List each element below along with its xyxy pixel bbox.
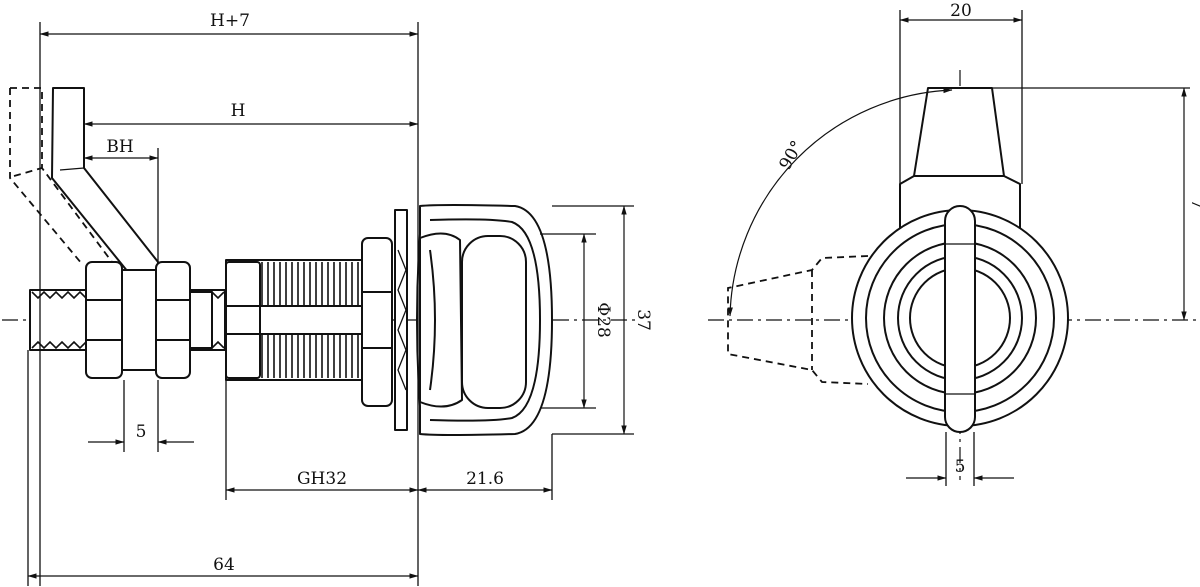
lock-head xyxy=(416,204,553,436)
dim-21-6: 21.6 xyxy=(466,469,504,489)
cam-arm-solid xyxy=(51,87,159,273)
spacer xyxy=(189,291,213,349)
dim-5-right: 5 xyxy=(955,457,966,477)
dim-64: 64 xyxy=(213,555,235,575)
cam-arm-dashed xyxy=(9,87,113,265)
panel-plate xyxy=(394,209,408,431)
dim-angle-90: 90° xyxy=(775,137,807,173)
dim-bh: BH xyxy=(106,137,133,157)
dim-20: 20 xyxy=(950,1,972,21)
dim-37: 37 xyxy=(633,309,653,331)
gasket-zigzag xyxy=(397,249,407,391)
body-thread-top xyxy=(261,262,359,306)
dim-gh32: GH32 xyxy=(297,469,347,489)
angle-arc-90 xyxy=(727,87,953,317)
dim-7: 7 xyxy=(1187,199,1200,210)
hex-nut-left xyxy=(85,261,123,379)
panel-nut xyxy=(361,237,393,407)
front-view: 20 7 90° 5 xyxy=(708,1,1200,486)
dim-dia28: Φ28 xyxy=(593,302,613,338)
washer-plate xyxy=(121,269,157,371)
hex-nut-right xyxy=(155,261,191,379)
dim-h: H xyxy=(231,101,246,121)
side-view: H+7 H BH 5 GH32 21.6 64 Φ28 37 xyxy=(2,11,653,586)
front-handle-bar xyxy=(944,205,976,433)
dim-5-left: 5 xyxy=(136,422,147,442)
body-thread-bottom xyxy=(261,334,359,378)
dim-h-plus-7: H+7 xyxy=(210,11,250,31)
